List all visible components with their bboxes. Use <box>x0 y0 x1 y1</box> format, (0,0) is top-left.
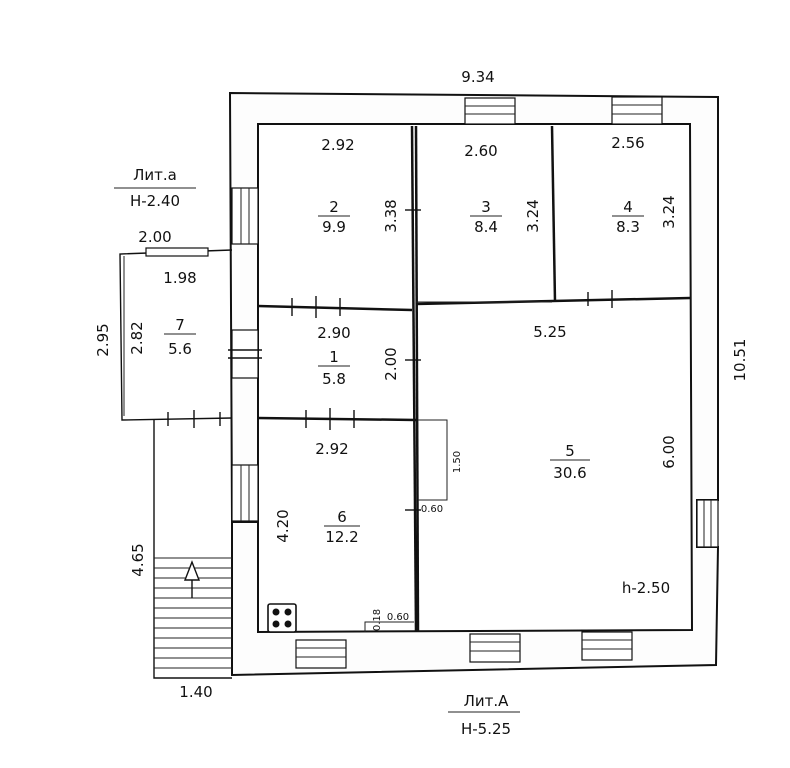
room-area: 5.8 <box>322 370 346 388</box>
room-number: 4 <box>623 198 633 216</box>
lit-labels: Лит.а Н-2.40 Лит.А Н-5.25 h-2.50 <box>130 166 670 738</box>
dim-porch-width: 2.00 <box>138 228 171 246</box>
dim-room3-height: 3.24 <box>524 199 542 232</box>
room-number: 1 <box>329 348 339 366</box>
stove-icon <box>267 603 297 633</box>
dimension-lines <box>114 187 520 713</box>
room-area: 12.2 <box>325 528 358 546</box>
dim-room5-height: 6.00 <box>660 435 678 468</box>
room-area: 8.4 <box>474 218 498 236</box>
lit-small-label: Лит.а <box>133 166 177 184</box>
dim-total-width: 9.34 <box>461 68 494 86</box>
dim-room4-width: 2.56 <box>611 134 644 152</box>
room-number: 7 <box>175 316 185 334</box>
room-5: 5 30.6 <box>550 442 590 482</box>
room-7: 7 5.6 <box>164 316 196 358</box>
dim-room3-width: 2.60 <box>464 142 497 160</box>
stairs <box>153 420 232 679</box>
room-number: 5 <box>565 442 575 460</box>
room-2: 2 9.9 <box>318 198 350 236</box>
dim-room2-height: 3.38 <box>382 199 400 232</box>
dim-room6-height: 4.20 <box>274 509 292 542</box>
lit-main-label: Лит.А <box>464 692 510 710</box>
dim-small-height: 0.18 <box>372 609 383 631</box>
dim-niche-height: 1.50 <box>452 451 463 473</box>
room-3: 3 8.4 <box>470 198 502 236</box>
room-area: 8.3 <box>616 218 640 236</box>
dim-total-length: 10.51 <box>731 339 749 382</box>
room-1: 1 5.8 <box>318 348 350 388</box>
room-6: 6 12.2 <box>324 508 360 546</box>
dim-niche-width: 0.60 <box>421 504 443 515</box>
room-4: 4 8.3 <box>612 198 644 236</box>
ceiling-height: h-2.50 <box>622 579 670 597</box>
room-area: 5.6 <box>168 340 192 358</box>
room-number: 2 <box>329 198 339 216</box>
arrow-up-icon <box>183 560 201 581</box>
dim-porch-inner-width: 1.98 <box>163 269 196 287</box>
dim-porch-inner-height: 2.82 <box>128 321 146 354</box>
room-labels: 2 9.9 3 8.4 4 8.3 1 5.8 7 5.6 5 30.6 <box>164 198 644 546</box>
dim-room6-width: 2.92 <box>315 440 348 458</box>
dim-room1-height: 2.00 <box>382 347 400 380</box>
dim-room2-width: 2.92 <box>321 136 354 154</box>
room-area: 30.6 <box>553 464 586 482</box>
dim-stair-width: 1.40 <box>179 683 212 701</box>
porch <box>119 247 233 428</box>
door-marks <box>228 209 613 511</box>
dim-room4-height: 3.24 <box>660 195 678 228</box>
windows <box>231 96 719 669</box>
dim-room5-width: 5.25 <box>533 323 566 341</box>
lit-main-height: Н-5.25 <box>461 720 511 738</box>
dimension-labels: 9.34 10.51 2.95 4.65 1.40 2.00 1.98 2.82… <box>94 68 749 701</box>
room-number: 3 <box>481 198 491 216</box>
room-number: 6 <box>337 508 347 526</box>
lit-small-height: Н-2.40 <box>130 192 180 210</box>
dim-room1-width: 2.90 <box>317 324 350 342</box>
room-area: 9.9 <box>322 218 346 236</box>
dim-side-height: 2.95 <box>94 323 112 356</box>
dim-stair-length: 4.65 <box>129 543 147 576</box>
dim-small-width: 0.60 <box>387 612 409 623</box>
